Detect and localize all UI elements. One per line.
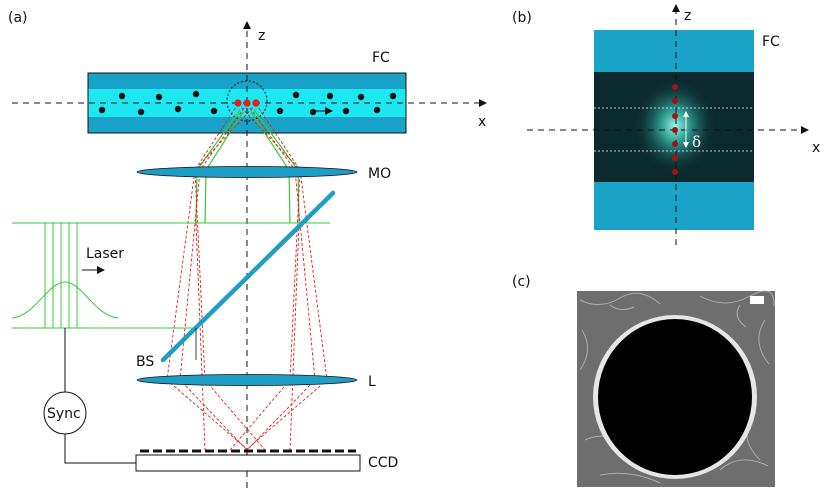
sem-pore [598,319,752,475]
fc-label-b: FC [762,34,780,50]
beam-splitter [160,190,336,363]
focus-region-a [226,80,268,122]
sync-wire-bottom [64,434,136,464]
l-label: L [368,374,376,390]
panel-c-label: (c) [512,274,531,290]
x-axis-a-label: x [478,114,486,130]
microscope-objective-lens [136,166,358,178]
delta-label: δ [692,133,701,151]
panel-a-label: (a) [8,10,28,26]
panel-a: (a) x z FC [8,10,487,488]
panel-b: (b) x z FC δ [512,4,820,245]
ccd-sensor [135,454,361,472]
x-axis-b-label: x [812,140,820,156]
bs-label: BS [136,354,154,370]
sync-label: Sync [47,406,81,422]
z-axis-b-label: z [684,8,691,24]
focus-particles-a [234,99,260,107]
scale-bar [750,296,764,304]
fc-label-a: FC [372,50,390,66]
mo-label: MO [368,166,391,182]
panel-c: (c) [512,274,775,487]
tube-lens [136,374,358,386]
panel-b-label: (b) [512,10,532,26]
laser-beam [11,222,330,329]
z-axis-a-label: z [258,28,265,44]
focal-glow [633,78,717,174]
red-rays-a [166,103,328,451]
ccd-label: CCD [368,455,398,471]
particles-a [98,90,397,116]
particles-b [672,84,678,175]
laser-label: Laser [86,246,124,262]
